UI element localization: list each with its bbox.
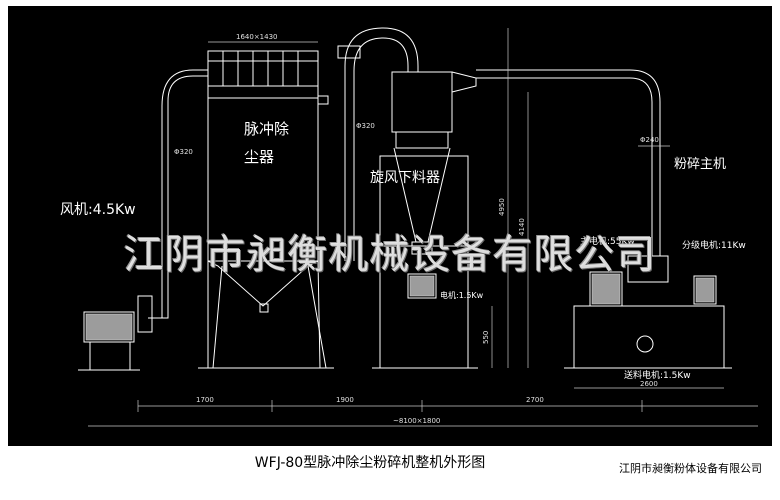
label-dust-collector-2: 尘器 (244, 148, 274, 166)
company-name: 江阴市昶衡粉体设备有限公司 (619, 462, 762, 475)
label-feeder-motor: 送料电机:1.5Kw (624, 369, 691, 381)
dim-overall: ~8100×1800 (393, 417, 440, 425)
dim-base-mid: 1900 (336, 396, 354, 404)
dim-base-left: 1700 (196, 396, 214, 404)
label-main-motor: 主电机:55Kw (580, 235, 635, 247)
label-dust-collector-1: 脉冲除 (244, 120, 289, 138)
dim-base-right: 2700 (526, 396, 544, 404)
dim-height-total: 4950 (498, 198, 506, 216)
dim-height-cyclone: 4140 (518, 218, 526, 236)
airlock-valve (407, 273, 437, 299)
equipment-drawing: 1640×1430 Φ320 Φ320 Φ240 4950 4140 550 1… (60, 27, 758, 427)
label-main-mill: 粉碎主机 (674, 157, 726, 172)
label-classifier-motor: 分级电机:11Kw (682, 239, 746, 251)
dim-filter-top: 1640×1430 (236, 33, 278, 41)
dust-collector-body (207, 50, 319, 262)
label-valve-motor: 电机:1.5Kw (440, 290, 484, 300)
drawing-title: WFJ-80型脉冲除尘粉碎机整机外形图 (254, 455, 486, 471)
classifier-motor (693, 275, 717, 305)
label-cyclone: 旋风下料器 (370, 170, 440, 186)
dim-duct-right: Φ240 (640, 136, 659, 144)
classifier-head (627, 255, 669, 283)
company-watermark: 江阴市昶衡机械设备有限公司 (123, 232, 657, 278)
dim-duct-mid: Φ320 (356, 122, 375, 130)
dim-base-right-unit: 2600 (640, 380, 658, 388)
cad-drawing-area: 1640×1430 Φ320 Φ320 Φ240 4950 4140 550 1… (8, 6, 772, 446)
dim-height-small: 550 (482, 331, 490, 344)
cyclone-body (391, 71, 453, 133)
dim-duct-left: Φ320 (174, 148, 193, 156)
label-fan: 风机:4.5Kw (60, 202, 136, 218)
